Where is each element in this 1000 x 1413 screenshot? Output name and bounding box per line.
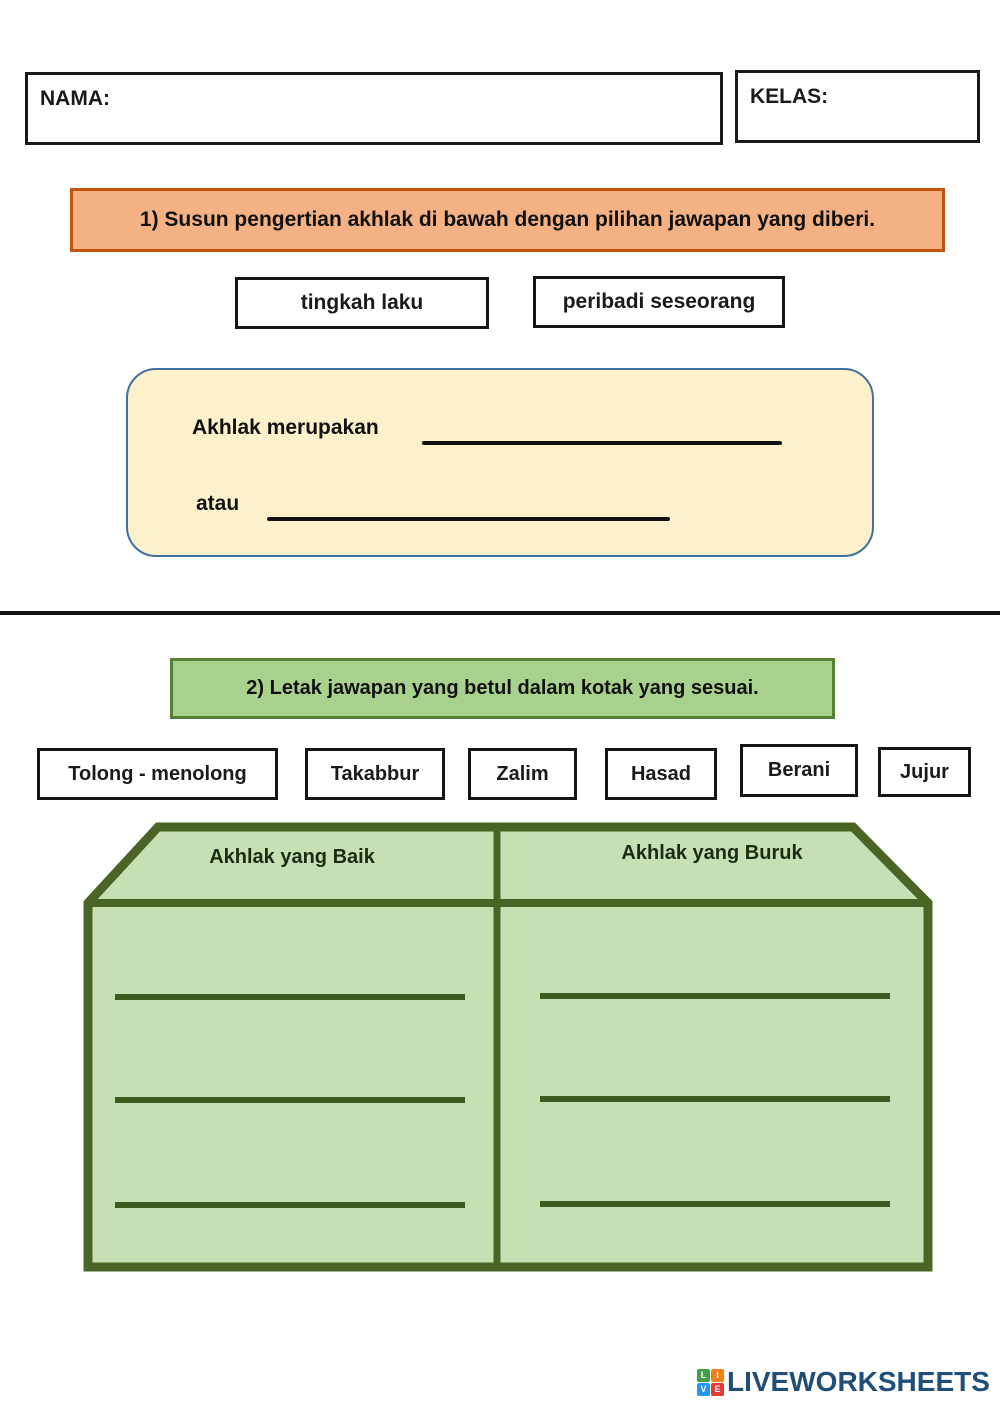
section-divider [0,611,1000,615]
word-label: Berani [767,759,831,781]
answer-blank-1[interactable] [422,441,782,445]
word-label: Jujur [900,760,949,783]
liveworksheets-logo-text: LIVEWORKSHEETS [727,1366,990,1397]
section1-instruction-text: 1) Susun pengertian akhlak di bawah deng… [139,208,876,231]
nama-field-box[interactable]: NAMA: [25,72,723,145]
choice-label: tingkah laku [300,291,424,314]
section2-instruction-banner: 2) Letak jawapan yang betul dalam kotak … [170,658,835,719]
word-berani[interactable]: Berani [740,744,858,797]
word-label: Hasad [630,762,692,785]
sorting-table [83,822,933,1272]
word-hasad[interactable]: Hasad [605,748,717,800]
sentence-prefix-1: Akhlak merupakan [192,416,379,439]
table-header-baik: Akhlak yang Baik [209,846,375,868]
section1-instruction-banner: 1) Susun pengertian akhlak di bawah deng… [70,188,945,252]
answer-blank-2[interactable] [267,517,670,521]
sentence-prefix-2: atau [196,492,240,515]
choice-label: peribadi seseorang [562,290,756,313]
word-label: Takabbur [330,762,420,785]
choice-peribadi-seseorang[interactable]: peribadi seseorang [533,276,785,328]
section2-instruction-text: 2) Letak jawapan yang betul dalam kotak … [246,677,759,699]
word-jujur[interactable]: Jujur [878,747,971,797]
word-zalim[interactable]: Zalim [468,748,577,800]
kelas-field-box[interactable]: KELAS: [735,70,980,143]
kelas-label: KELAS: [750,85,829,108]
word-tolong-menolong[interactable]: Tolong - menolong [37,748,278,800]
sentence-panel: Akhlak merupakan atau [126,368,874,557]
logo-tile-e: E [711,1382,724,1396]
nama-label: NAMA: [40,87,110,110]
word-label: Tolong - menolong [68,762,247,785]
liveworksheets-logo: L I V E LIVEWORKSHEETS [697,1368,990,1396]
word-label: Zalim [496,762,549,785]
logo-tile-i: I [711,1368,724,1382]
table-header-buruk: Akhlak yang Buruk [621,842,803,864]
word-takabbur[interactable]: Takabbur [305,748,445,800]
liveworksheets-logo-icon: L I V E [697,1368,724,1396]
logo-tile-v: V [697,1382,710,1396]
choice-tingkah-laku[interactable]: tingkah laku [235,277,489,329]
logo-tile-l: L [697,1368,710,1382]
